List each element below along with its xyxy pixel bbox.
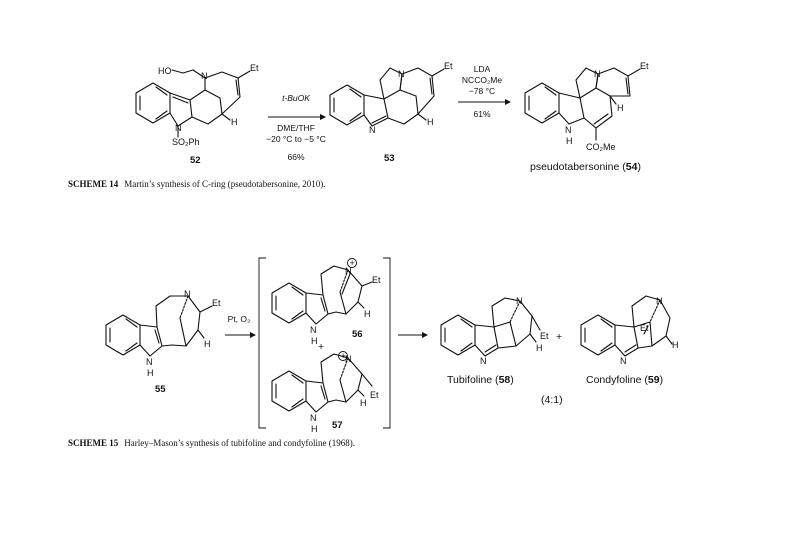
compound-55-et: Et [212,298,221,308]
compound-53-h: H [427,117,434,127]
reaction-arrow-1-head [320,114,326,120]
compound-55-h: H [204,339,211,349]
compound-58-h: H [536,343,543,353]
compound-52-structure [135,69,251,138]
compound-59-n: N [656,296,663,306]
compound-53-structure [329,67,445,127]
compound-55-nh: N [146,357,153,367]
compound-57-number: 57 [332,420,343,431]
step1-reagent: t-BuOK [282,93,310,103]
compound-59-et: Et [640,323,649,333]
compound-52-so2ph: SO₂Ph [172,137,200,147]
conditions-pt-o2: Pt, O₂ [228,314,251,324]
left-bracket [258,257,266,429]
compound-52-ho: HO [158,66,172,76]
compound-52-number: 52 [190,155,201,166]
compound-58-et: Et [540,331,549,341]
compound-57-et: Et [370,390,379,400]
reaction-arrow-3-head [250,332,256,338]
compound-53-n: N [398,69,405,79]
right-bracket [383,257,391,429]
compound-52-h: H [231,117,238,127]
compound-54-h: H [617,103,624,113]
compound-53-et: Et [444,61,453,71]
compound-54-co2me: CO₂Me [586,142,616,152]
intermediate-plus: + [318,341,324,353]
compound-57-h: H [360,398,367,408]
compound-57-nh: N [310,413,317,423]
compound-56-n: N [345,266,352,276]
compound-54-structure [524,67,641,141]
compound-57-n: N [345,354,352,364]
compound-56-h: H [364,309,371,319]
compound-56-et: Et [372,275,381,285]
compound-57-h-indole: H [311,424,318,434]
compound-55-n: N [184,289,191,299]
compound-52-et: Et [250,63,259,73]
compound-54-nh: N [565,125,572,135]
compound-54-et: Et [640,61,649,71]
step1-temperature: −20 °C to −5 °C [266,134,326,144]
step1-solvent: DME/THF [277,123,315,133]
step2-yield: 61% [473,109,490,119]
compound-58-structure [440,297,541,357]
compound-57-structure [271,351,373,413]
compound-56-charge: + [350,258,355,268]
step2-temperature: −78 °C [469,86,495,96]
compound-58-n-imine: N [480,356,487,366]
compound-53-n-imine: N [369,125,376,135]
compound-59-structure [580,295,673,357]
step2-reagent: LDA [474,64,491,74]
compound-54-h-indole: H [566,136,573,146]
compound-58-name: Tubifoline (58) [447,374,514,386]
compound-59-name: Condyfoline (59) [586,374,663,386]
compound-55-structure [105,295,213,357]
compound-56-h-indole: H [311,336,318,346]
step2-reagent2: NCCO₂Me [462,75,502,85]
step1-yield: 66% [287,152,304,162]
compound-59-n-imine: N [620,356,627,366]
product-ratio: (4:1) [541,394,563,406]
compound-53-number: 53 [384,153,395,164]
compound-58-n: N [516,296,523,306]
compound-52-n: N [201,71,208,81]
compound-55-h-indole: H [147,368,154,378]
reaction-arrow-2-head [505,99,511,105]
compound-59-h: H [672,340,679,350]
compound-56-nh: N [310,325,317,335]
compound-52-n-indole: N [175,123,182,133]
products-plus: + [556,331,562,343]
compound-55-number: 55 [155,384,166,395]
compound-56-structure [271,258,373,325]
compound-56-number: 56 [352,329,363,340]
compound-57-charge: + [341,351,346,361]
reaction-arrow-4-head [422,332,428,338]
compound-54-n: N [594,69,601,79]
compound-54-name: pseudotabersonine (54) [530,161,641,173]
